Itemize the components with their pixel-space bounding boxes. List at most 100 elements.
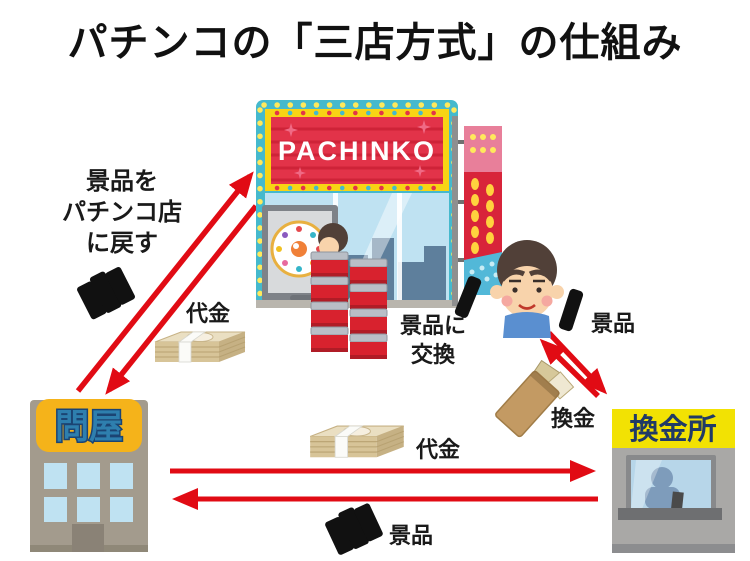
customer-eye: [512, 287, 518, 293]
window: [110, 497, 133, 522]
dot: [479, 265, 485, 271]
customer-ear: [550, 285, 564, 299]
dot: [471, 226, 479, 238]
box-body: [350, 267, 387, 284]
box-column: [349, 258, 388, 359]
banner-bar: [458, 200, 466, 204]
customer-fringe: [500, 269, 554, 282]
wholesaler-building: 問屋: [30, 399, 148, 552]
star-icon: [414, 165, 426, 177]
customer-cheek: [501, 295, 513, 307]
money-stack-icon-bottom: [309, 425, 405, 458]
tonya-sign-text: 問屋: [55, 408, 123, 446]
label-cash-exchange: 換金: [551, 406, 596, 431]
box-body: [350, 317, 387, 334]
prize-bundle-icon-left: [74, 263, 137, 322]
window: [44, 497, 67, 522]
banner-middle: [464, 172, 502, 260]
label-return-prizes: 景品を パチンコ店 に戻す: [62, 168, 182, 258]
tonya-sign: [36, 399, 142, 452]
dot: [486, 184, 494, 196]
nobori-banner: [452, 116, 502, 306]
prize-box: [349, 308, 388, 334]
dot: [471, 178, 479, 190]
counter-item: [671, 491, 684, 510]
prize-bundle-icon-bottom: [322, 499, 385, 557]
prize-box: [310, 301, 349, 327]
ball: [296, 226, 302, 232]
prize-box: [349, 333, 388, 359]
kankinjo-sign-text: 換金所: [629, 413, 716, 446]
box-body: [311, 285, 348, 302]
label-payment-bottom: 代金: [416, 437, 461, 462]
customer-eye: [536, 287, 542, 293]
booth-base: [612, 544, 735, 553]
customer-smile: [518, 303, 536, 310]
page-title: パチンコの「三店方式」の仕組み: [67, 21, 683, 65]
window-divider: [397, 193, 402, 301]
tonya-door: [72, 524, 104, 552]
clerk-silhouette-body: [645, 487, 680, 509]
marquee-stars: [284, 120, 431, 179]
box-shadow: [350, 280, 387, 284]
star-icon: [417, 120, 431, 134]
label-prizes-bottom: 景品: [389, 523, 434, 548]
dot: [484, 276, 490, 282]
glass-glare: [631, 460, 662, 509]
building-silhouette: [424, 246, 446, 301]
prize-box: [349, 283, 388, 309]
window: [77, 463, 100, 489]
prize-box: [349, 258, 388, 284]
window: [77, 497, 100, 522]
dot: [486, 200, 494, 212]
box-lid: [349, 258, 388, 268]
box-lid: [310, 301, 349, 311]
box-shadow: [311, 298, 348, 302]
box-body: [311, 310, 348, 327]
box-lid: [349, 283, 388, 293]
box-shadow: [311, 348, 348, 352]
dot: [470, 147, 476, 153]
dot: [490, 147, 496, 153]
arrow-pachinko-to-wholesaler: [105, 204, 259, 395]
dot: [471, 210, 479, 222]
dot: [490, 134, 496, 140]
prize-box: [310, 326, 349, 352]
arrow-customer-to-booth: [547, 331, 608, 395]
window: [44, 463, 67, 489]
label-prizes-right: 景品: [591, 311, 636, 336]
building-silhouette: [398, 262, 424, 301]
dot: [486, 232, 494, 244]
dot: [469, 269, 475, 275]
dot: [471, 242, 479, 254]
customer-avatar: [490, 240, 564, 338]
box-shadow: [311, 273, 348, 277]
ball: [282, 232, 288, 238]
box-lid: [310, 276, 349, 286]
star-icon: [284, 123, 298, 137]
label-payment-left: 代金: [186, 301, 231, 326]
box-shadow: [350, 330, 387, 334]
board-dots: [276, 226, 322, 272]
ball: [276, 246, 282, 252]
prize-box: [310, 251, 349, 277]
booth-counter: [618, 508, 722, 520]
box-column: [310, 251, 349, 352]
window: [110, 463, 133, 489]
board-center: [291, 241, 307, 257]
clerk-silhouette-head: [651, 467, 673, 489]
money-stack-icon-left: [154, 331, 246, 363]
envelope-body: [495, 370, 560, 438]
dot: [480, 147, 486, 153]
prize-box: [310, 276, 349, 302]
box-body: [350, 292, 387, 309]
banner-pole: [452, 116, 458, 306]
board-center-dot: [293, 243, 299, 249]
box-shadow: [350, 355, 387, 359]
box-body: [311, 335, 348, 352]
exchange-booth: 換金所: [612, 409, 735, 553]
ball: [310, 232, 316, 238]
banner-text-dots: [471, 178, 494, 254]
